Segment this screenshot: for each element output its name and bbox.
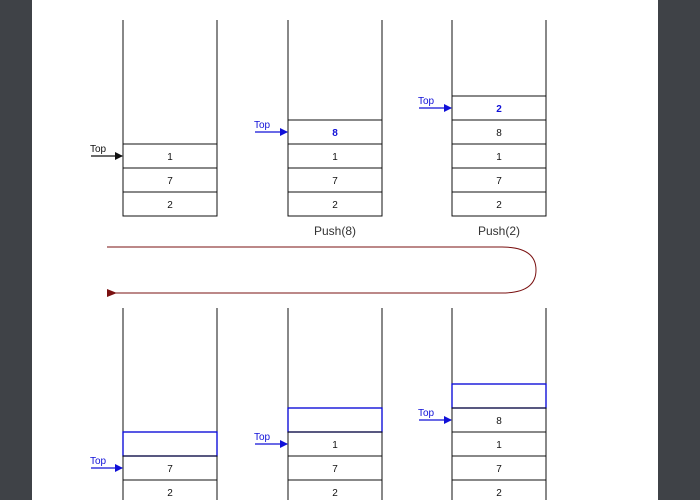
stack-cell: [287, 191, 383, 217]
operation-caption: Push(8): [314, 224, 356, 238]
stack-cell-value: 1: [332, 152, 338, 163]
top-pointer-label: Top: [90, 456, 107, 467]
stack-cell-value: 7: [496, 464, 502, 475]
stack-cell-value: 2: [496, 200, 502, 211]
flow-arrow: [107, 246, 537, 297]
top-pointer-label: Top: [418, 96, 435, 107]
stack-cell-value: 7: [332, 176, 338, 187]
stack-cell-value: 2: [496, 488, 502, 499]
stack-cell-value: 7: [496, 176, 502, 187]
stack-cell-value: 8: [496, 128, 502, 139]
stack-4: 7 2 Top: [90, 308, 218, 500]
stack-6: 8 1 7 2 Top: [418, 308, 547, 500]
top-pointer-label: Top: [418, 408, 435, 419]
stack-cell: [287, 407, 383, 433]
stack-cell-value: 7: [167, 176, 173, 187]
stack-cell-value: 2: [496, 104, 502, 115]
stack-cell-value: 2: [167, 488, 173, 499]
stack-diagram: 172Top8172TopPush(8)28172TopPush(2)72Top…: [90, 20, 547, 500]
stack-cell-value: 8: [496, 416, 502, 427]
top-pointer-label: Top: [254, 432, 271, 443]
stack-cell-value: 7: [332, 464, 338, 475]
stack-cell: [122, 191, 218, 217]
stack-5: 1 7 2 Top: [254, 308, 383, 500]
stack-cell-value: 1: [167, 152, 173, 163]
stack-cell-value: 1: [496, 152, 502, 163]
stack-1: 1 7 2 Top: [90, 20, 218, 217]
top-pointer-label: Top: [90, 144, 107, 155]
stack-cell-value: 2: [332, 488, 338, 499]
stack-cell-value: 8: [332, 128, 338, 139]
stack-cell-value: 1: [332, 440, 338, 451]
operation-caption: Push(2): [478, 224, 520, 238]
stack-cell-value: 2: [332, 200, 338, 211]
top-pointer-label: Top: [254, 120, 271, 131]
stack-cell: [122, 479, 218, 500]
stack-cell-value: 1: [496, 440, 502, 451]
stack-cell-value: 2: [167, 200, 173, 211]
stack-cell: [451, 479, 547, 500]
stack-cell: [122, 431, 218, 457]
stack-cell: [451, 191, 547, 217]
stack-cell: [287, 479, 383, 500]
stack-cell: [451, 383, 547, 409]
stack-cell-value: 7: [167, 464, 173, 475]
